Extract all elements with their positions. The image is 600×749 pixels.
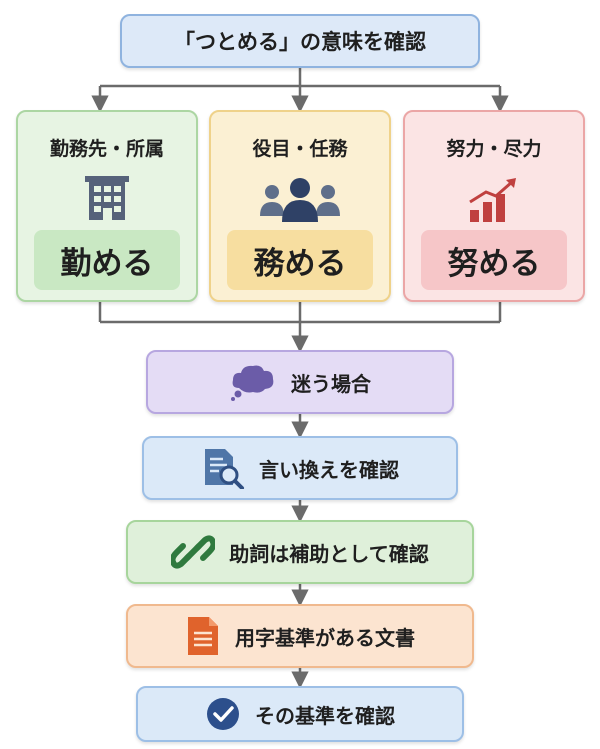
step-documents-with-standard: 用字基準がある文書 [126, 604, 474, 668]
category-card-work: 勤務先・所属 勤める [16, 110, 198, 302]
category-card-effort: 努力・尽力 努める [403, 110, 585, 302]
step-label: 助詞は補助として確認 [229, 541, 429, 566]
verb-tsutomeru-effort: 努める [421, 230, 567, 290]
verb-tsutomeru-work: 勤める [34, 230, 180, 290]
building-icon [81, 176, 133, 224]
verb-tsutomeru-duty: 務める [227, 230, 373, 290]
category-card-duty: 役目・任務 務める [209, 110, 391, 302]
category-label: 勤務先・所属 [49, 138, 164, 160]
step-label: 言い換えを確認 [259, 457, 399, 482]
category-label: 役目・任務 [252, 138, 348, 160]
step-label: 用字基準がある文書 [235, 625, 415, 650]
check-circle-icon [205, 696, 241, 732]
step-check-paraphrase: 言い換えを確認 [142, 436, 458, 500]
category-label: 努力・尽力 [446, 138, 542, 160]
document-icon [185, 615, 221, 657]
link-icon [171, 532, 216, 572]
step-label: 迷う場合 [291, 371, 371, 396]
people-icon [258, 176, 342, 228]
step-label: その基準を確認 [255, 703, 395, 728]
step-check-standard: その基準を確認 [136, 686, 464, 742]
document-search-icon [201, 447, 245, 489]
page-title: 「つとめる」の意味を確認 [120, 14, 480, 68]
thought-bubble-icon [229, 362, 277, 402]
step-when-unsure: 迷う場合 [146, 350, 454, 414]
growth-chart-icon [466, 176, 522, 228]
step-particle-auxiliary: 助詞は補助として確認 [126, 520, 474, 584]
